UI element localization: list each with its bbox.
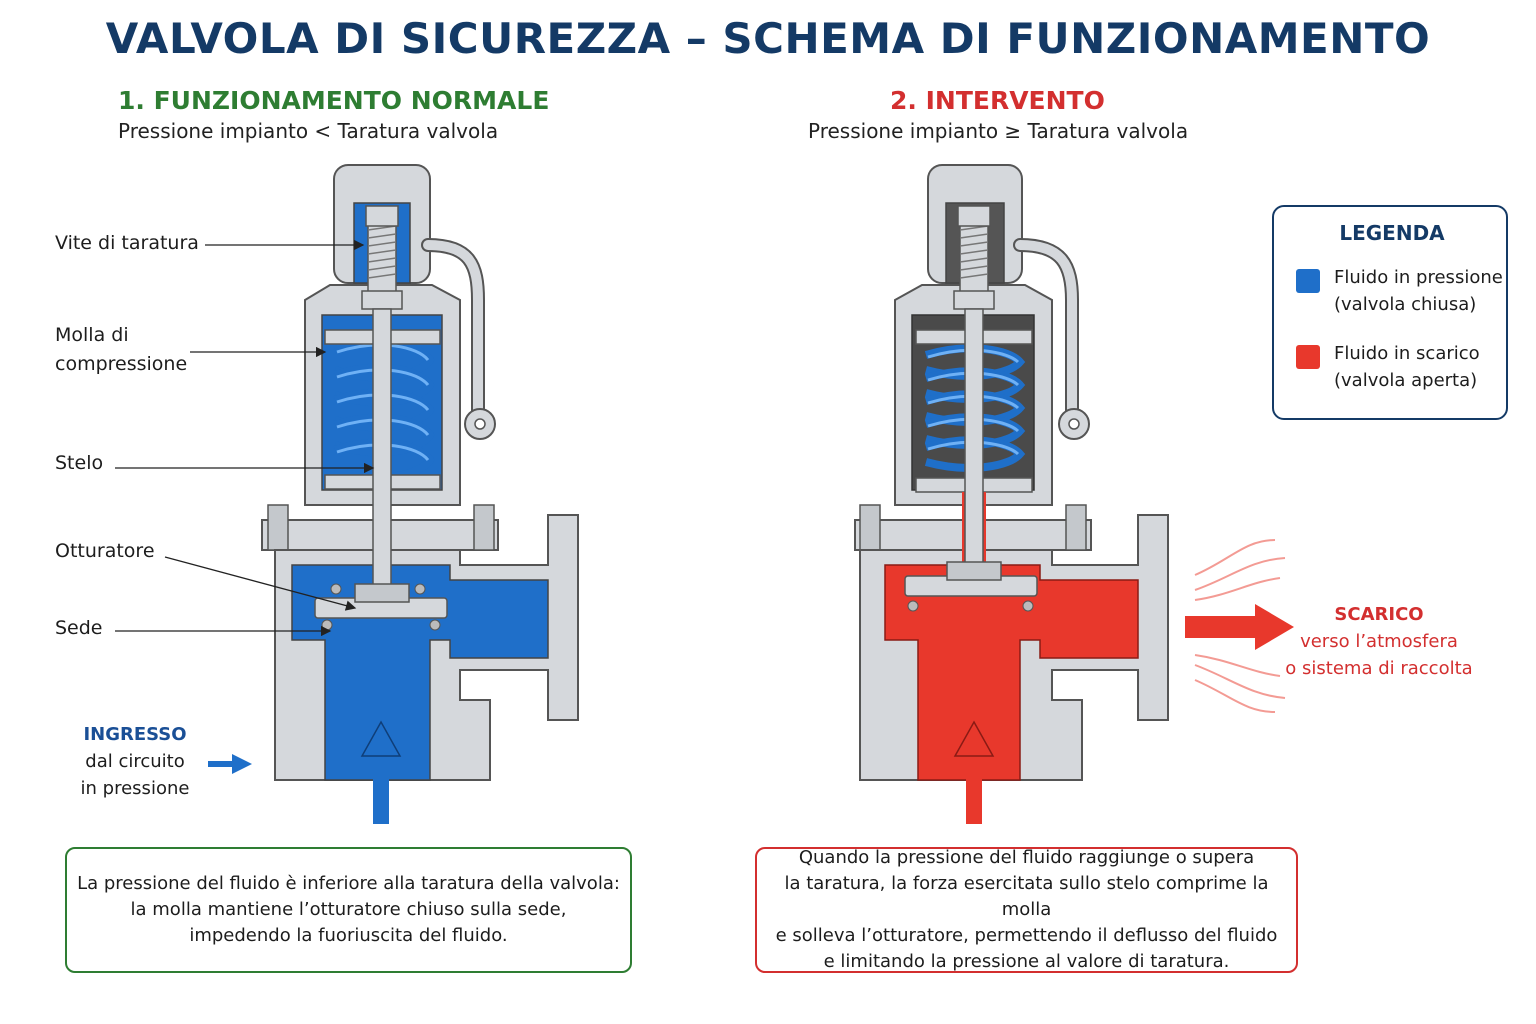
- valve-intervento: [854, 164, 1294, 824]
- legend-swatch-discharge: [1296, 345, 1320, 369]
- label-stelo: Stelo: [55, 452, 104, 474]
- description-intervento: Quando la pressione del fluido raggiunge…: [755, 847, 1298, 973]
- description-normal-text: La pressione del fluido è inferiore alla…: [77, 873, 620, 946]
- label-sede: Sede: [55, 617, 103, 639]
- legend-swatch-pressure: [1296, 269, 1320, 293]
- inlet-line2: in pressione: [80, 778, 190, 799]
- outlet-label: SCARICO verso l’atmosfera o sistema di r…: [1284, 601, 1474, 682]
- legend-item-discharge-line2: (valvola aperta): [1334, 370, 1478, 391]
- description-intervento-text: Quando la pressione del fluido raggiunge…: [775, 847, 1278, 972]
- legend-title: LEGENDA: [1339, 221, 1445, 245]
- legend-item-discharge-line1: Fluido in scarico: [1334, 343, 1480, 364]
- legend-item-pressure-line2: (valvola chiusa): [1334, 294, 1477, 315]
- legend: LEGENDA Fluido in pressione (valvola chi…: [1272, 205, 1508, 420]
- outlet-line1: verso l’atmosfera: [1300, 631, 1458, 652]
- leader-lines: [115, 239, 375, 637]
- valve-normal: [208, 164, 579, 824]
- label-vite-di-taratura: Vite di taratura: [55, 232, 199, 254]
- legend-item-discharge: Fluido in scarico (valvola aperta): [1334, 340, 1480, 394]
- label-molla-line2: compressione: [55, 353, 188, 375]
- outlet-line2: o sistema di raccolta: [1285, 658, 1473, 679]
- label-molla-line1: Molla di: [55, 324, 129, 346]
- section-intervento-title: 2. INTERVENTO: [890, 86, 1105, 115]
- section-normal-title: 1. FUNZIONAMENTO NORMALE: [118, 86, 550, 115]
- description-normal: La pressione del fluido è inferiore alla…: [65, 847, 632, 973]
- inlet-line1: dal circuito: [85, 751, 185, 772]
- inlet-title: INGRESSO: [83, 724, 187, 745]
- legend-item-pressure-line1: Fluido in pressione: [1334, 267, 1503, 288]
- section-normal-subtitle: Pressione impianto < Taratura valvola: [118, 119, 499, 143]
- page-title: VALVOLA DI SICUREZZA – SCHEMA DI FUNZION…: [105, 14, 1431, 63]
- section-intervento-subtitle: Pressione impianto ≥ Taratura valvola: [808, 119, 1189, 143]
- inlet-label: INGRESSO dal circuito in pressione: [60, 721, 210, 802]
- outlet-title: SCARICO: [1334, 604, 1424, 625]
- label-otturatore: Otturatore: [55, 540, 155, 562]
- legend-item-pressure: Fluido in pressione (valvola chiusa): [1334, 264, 1503, 318]
